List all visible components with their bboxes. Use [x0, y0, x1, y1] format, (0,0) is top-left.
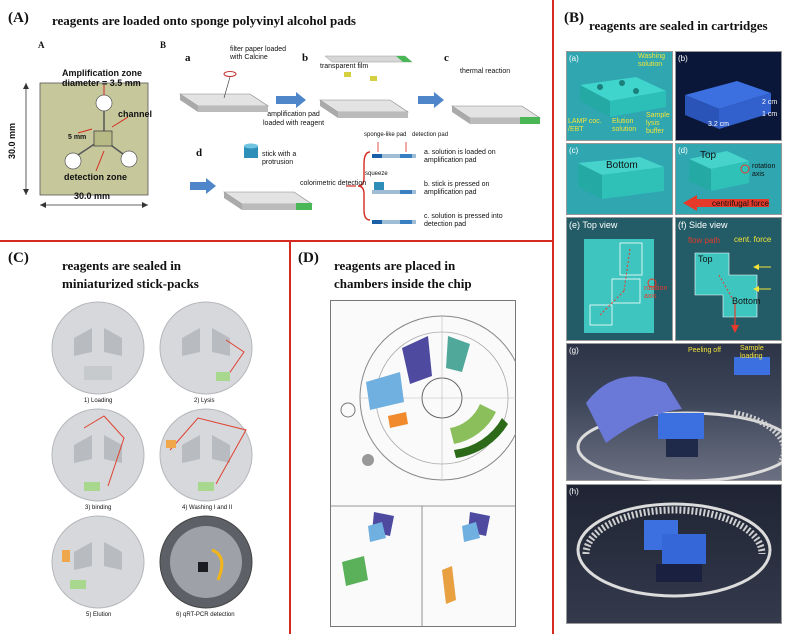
- colorimetric-label: colorimetric detection: [300, 180, 367, 187]
- note-a: a. solution is loaded on amplification p…: [424, 149, 496, 164]
- subfigure-a-label: A: [38, 40, 45, 50]
- channel-label: channel: [118, 109, 153, 119]
- section-b-heading: reagents are sealed in cartridges: [589, 18, 768, 33]
- step-d-label: d: [196, 147, 203, 159]
- step-c-label: c: [444, 52, 449, 64]
- elution-label: Elution solution: [612, 118, 637, 133]
- panel-g-label: (g): [569, 346, 579, 355]
- rotation-axis-label-d: rotation axis: [752, 163, 776, 178]
- amp-pad-label: amplification pad loaded with reagent: [263, 111, 325, 127]
- panel-h-label: (h): [569, 487, 579, 496]
- workflow-diagram: [179, 55, 541, 224]
- section-a-heading: reagents are loaded onto sponge polyviny…: [52, 13, 356, 28]
- panel-e-label: (e) Top view: [569, 220, 618, 230]
- step-b-label: b: [302, 52, 309, 64]
- caption-1: 1) Loading: [84, 398, 113, 404]
- section-a-title: (A): [8, 10, 29, 26]
- section-c-heading-1: reagents are sealed in: [62, 258, 182, 273]
- note-c: c. solution is pressed into detection pa…: [424, 213, 503, 228]
- cartridge-c-drawing: [578, 157, 664, 199]
- panel-c-label: (c): [569, 146, 579, 155]
- bottom-label-f: Bottom: [732, 296, 761, 306]
- washing-label: Washing solution: [638, 53, 665, 68]
- caption-2: 2) Lysis: [194, 398, 215, 404]
- lamp-label: LAMP coc. /EBT: [568, 118, 602, 133]
- stick-label: stick with a protrusion: [262, 151, 297, 166]
- panel-a-label: (a): [569, 54, 579, 63]
- cartridge-d-drawing: [683, 151, 769, 211]
- stick-pack-discs: [51, 301, 253, 609]
- cartridge-a-drawing: [580, 77, 666, 117]
- diameter-label: diameter = 3.5 mm: [62, 78, 141, 88]
- dim-vertical-label: 30.0 mm: [7, 122, 18, 160]
- dim-1cm: 1 cm: [762, 111, 778, 118]
- cartridge-e-drawing: [584, 239, 657, 333]
- caption-5: 5) Elution: [86, 612, 112, 618]
- top-label-d: Top: [700, 150, 717, 161]
- rotation-axis-label-e: rotation axis: [644, 285, 668, 300]
- divider-horizontal: [0, 240, 553, 242]
- size-5mm-label: 5 mm: [68, 134, 87, 141]
- note-b: b. stick is pressed on amplification pad: [424, 181, 490, 196]
- dim-2cm: 2 cm: [762, 99, 778, 106]
- squeeze-label: squeeze: [365, 171, 388, 177]
- cartridge-b-drawing: [685, 81, 771, 129]
- detection-zone-label: detection zone: [64, 172, 128, 182]
- dim-horizontal-label: 30.0 mm: [74, 191, 111, 201]
- caption-3: 3) binding: [85, 505, 112, 511]
- chip-schematic: [23, 82, 149, 208]
- caption-4: 4) Washing I and II: [182, 505, 233, 511]
- section-d-title: (D): [298, 250, 319, 266]
- transparent-film-label: transparent film: [320, 63, 369, 70]
- caption-6: 6) qRT-PCR detection: [176, 612, 235, 618]
- step-a-label: a: [185, 52, 191, 64]
- sample-loading-label: Sample loading: [740, 345, 764, 360]
- top-label-f: Top: [698, 254, 713, 264]
- flow-path-label: flow path: [688, 236, 721, 245]
- divider-vertical-middle: [289, 241, 291, 634]
- panel-b-label: (b): [678, 54, 688, 63]
- sample-label: Sample lysis buffer: [646, 112, 670, 135]
- panel-d-label: (d): [678, 146, 688, 155]
- centrifugal-label: centrifugal force: [712, 199, 769, 208]
- subfigure-b-label: B: [160, 40, 167, 50]
- divider-vertical-right: [552, 0, 554, 634]
- bottom-label-c: Bottom: [606, 160, 638, 171]
- peeling-off-label: Peeling off: [688, 347, 721, 354]
- chip-chambers-drawing: [330, 315, 516, 627]
- thermal-reaction-label: thermal reaction: [460, 68, 511, 75]
- dim-32cm: 3.2 cm: [708, 121, 730, 128]
- amp-zone-label: Amplification zone: [62, 68, 143, 78]
- cartridge-f-drawing: [694, 252, 771, 333]
- section-b-title: (B): [564, 10, 584, 26]
- panel-f-label: (f) Side view: [678, 220, 728, 230]
- sponge-pad-label: sponge-like pad: [364, 132, 407, 138]
- detection-pad-label: detection pad: [412, 132, 449, 138]
- cent-force-label: cent. force: [734, 235, 772, 244]
- section-c-title: (C): [8, 250, 29, 266]
- section-d-heading-2: chambers inside the chip: [334, 276, 472, 291]
- cartridge-h-drawing: [576, 502, 772, 598]
- section-c-heading-2: miniaturized stick-packs: [62, 276, 199, 291]
- section-d-heading-1: reagents are placed in: [334, 258, 456, 273]
- filter-paper-label: filter paper loaded with Calcine: [230, 46, 287, 61]
- cartridge-g-drawing: [576, 357, 782, 481]
